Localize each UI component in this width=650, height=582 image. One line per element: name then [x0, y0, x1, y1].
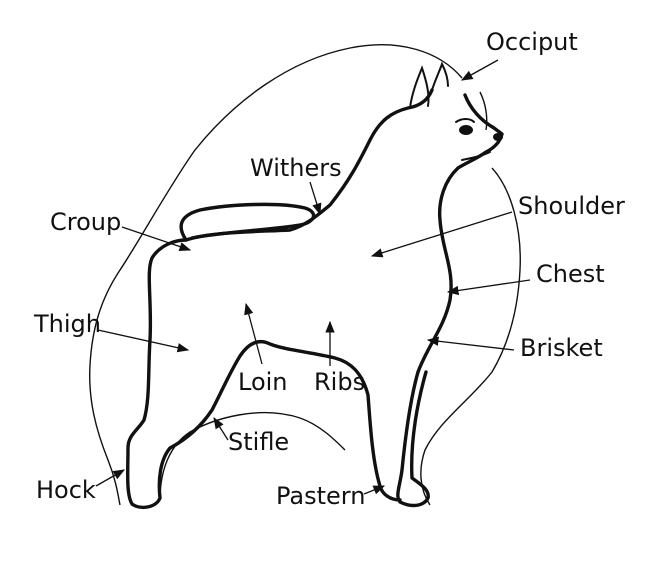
pointer-croup: [121, 226, 192, 252]
pointer-occiput: [460, 59, 499, 81]
label-pastern: Pastern: [276, 482, 365, 510]
label-croup: Croup: [50, 208, 121, 236]
pointer-withers: [309, 181, 322, 216]
coat-outline-front: [420, 91, 521, 506]
label-withers: Withers: [250, 154, 342, 182]
label-brisket: Brisket: [520, 334, 603, 362]
pointer-shoulder: [370, 211, 513, 258]
label-shoulder: Shoulder: [518, 192, 625, 220]
label-occiput: Occiput: [486, 28, 578, 56]
pointer-hock: [95, 469, 126, 487]
label-thigh: Thigh: [33, 310, 101, 338]
dog-mouth: [461, 151, 491, 161]
pointer-stifle: [213, 417, 229, 441]
pointer-chest: [446, 279, 531, 296]
dog-ear-left: [409, 65, 430, 109]
label-loin: Loin: [238, 368, 288, 396]
coat-outline: [88, 44, 463, 506]
pointer-thigh: [97, 329, 190, 353]
dog-eyebrow: [455, 118, 475, 123]
pointer-loin: [244, 302, 263, 365]
dog-nose: [493, 133, 503, 141]
dog-eye: [459, 125, 473, 135]
dog-body-outline: [125, 88, 504, 510]
label-ribs: Ribs: [314, 368, 365, 396]
dog-tail: [179, 202, 316, 242]
pointer-brisket: [426, 336, 515, 351]
label-hock: Hock: [36, 476, 96, 504]
dog-ear-right: [431, 61, 449, 91]
pointer-pastern: [363, 485, 386, 495]
coat-outline-belly: [159, 411, 346, 501]
label-stifle: Stifle: [228, 428, 289, 456]
label-chest: Chest: [536, 260, 605, 288]
